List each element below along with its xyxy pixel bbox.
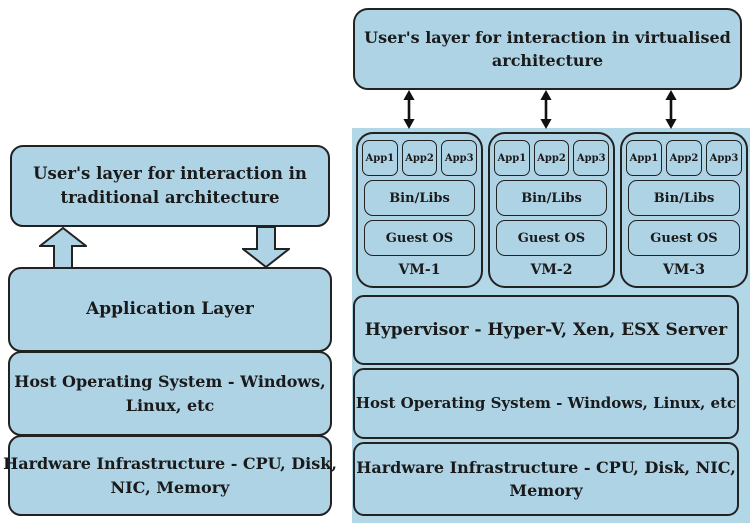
binlibs-label: Bin/Libs — [653, 190, 715, 206]
virtualised-user-layer-box: User's layer for interaction in virtuali… — [353, 8, 742, 90]
guestos-label: Guest OS — [650, 230, 718, 246]
traditional-user-layer-text-line1: User's layer for interaction in — [33, 164, 307, 184]
virtualised-user-layer-text-line2: architecture — [491, 51, 604, 70]
binlibs-label: Bin/Libs — [389, 190, 450, 206]
app-label: App2 — [405, 152, 434, 164]
vm-guestos-box: Guest OS — [364, 220, 475, 256]
vm-app-box: App3 — [441, 140, 478, 176]
host-os-traditional-line2: Linux, etc — [125, 395, 215, 415]
traditional-user-layer-text-line2: traditional architecture — [60, 188, 280, 207]
app-label: App3 — [709, 152, 739, 164]
double-headed-arrow-icon — [665, 90, 677, 129]
vm-box: App1 App2 App3 Bin/Libs Guest OS VM-3 — [620, 132, 748, 288]
application-layer-text: Application Layer — [86, 299, 254, 320]
vm-guestos-box: Guest OS — [496, 220, 607, 256]
app-label: App3 — [444, 152, 474, 164]
hypervisor-text: Hypervisor - Hyper-V, Xen, ESX Server — [364, 319, 728, 340]
vm-apps-row: App1 App2 App3 — [362, 140, 478, 176]
application-layer-box: Application Layer — [8, 267, 332, 352]
vm-app-box: App2 — [666, 140, 702, 176]
block-arrow-up-icon — [39, 227, 87, 268]
vm-box: App1 App2 App3 Bin/Libs Guest OS VM-2 — [488, 132, 615, 288]
vm-label: VM-1 — [398, 262, 441, 278]
vm-app-box: App1 — [494, 140, 530, 176]
host-os-box-virtualised: Host Operating System - Windows, Linux, … — [353, 368, 739, 439]
guestos-label: Guest OS — [517, 230, 586, 246]
block-arrow-down-icon — [242, 227, 290, 268]
vm-binlibs-box: Bin/Libs — [628, 180, 740, 216]
guestos-label: Guest OS — [385, 230, 454, 246]
vm-app-box: App1 — [362, 140, 398, 176]
vm-binlibs-box: Bin/Libs — [364, 180, 475, 216]
hypervisor-box: Hypervisor - Hyper-V, Xen, ESX Server — [353, 295, 739, 365]
virtualised-user-layer-text-line1: User's layer for interaction in virtuali… — [364, 27, 731, 47]
hardware-box-traditional: Hardware Infrastructure - CPU, Disk, NIC… — [3, 435, 337, 516]
host-os-traditional-line1: Host Operating System - Windows, — [14, 372, 326, 392]
vm-app-box: App1 — [626, 140, 662, 176]
host-os-box-traditional: Host Operating System - Windows, Linux, … — [8, 351, 332, 436]
app-label: App1 — [629, 152, 659, 164]
binlibs-label: Bin/Libs — [521, 190, 582, 206]
hardware-box-virtualised: Hardware Infrastructure - CPU, Disk, NIC… — [353, 442, 739, 516]
vm-app-box: App2 — [401, 140, 438, 176]
hardware-traditional-line1: Hardware Infrastructure - CPU, Disk, — [3, 454, 337, 474]
vm-app-box: App2 — [533, 140, 570, 176]
host-os-virtualised-text: Host Operating System - Windows, Linux, … — [355, 393, 737, 412]
app-label: App1 — [497, 152, 527, 164]
double-headed-arrow-icon — [403, 90, 415, 129]
vm-apps-row: App1 App2 App3 — [626, 140, 742, 176]
app-label: App1 — [365, 152, 395, 164]
vm-apps-row: App1 App2 App3 — [494, 140, 610, 176]
app-label: App2 — [669, 152, 699, 164]
vm-app-box: App3 — [706, 140, 742, 176]
vm-box: App1 App2 App3 Bin/Libs Guest OS VM-1 — [356, 132, 483, 288]
hardware-virtualised-line2: Memory — [509, 481, 583, 500]
vm-app-box: App3 — [573, 140, 610, 176]
traditional-user-layer-box: User's layer for interaction in traditio… — [10, 145, 330, 227]
hardware-traditional-line2: NIC, Memory — [110, 477, 230, 497]
vm-label: VM-3 — [663, 262, 705, 278]
vm-guestos-box: Guest OS — [628, 220, 740, 256]
app-label: App3 — [576, 152, 606, 164]
app-label: App2 — [537, 152, 566, 164]
vm-label: VM-2 — [530, 262, 573, 278]
vm-binlibs-box: Bin/Libs — [496, 180, 607, 216]
double-headed-arrow-icon — [540, 90, 552, 129]
hardware-virtualised-line1: Hardware Infrastructure - CPU, Disk, NIC… — [356, 457, 736, 477]
